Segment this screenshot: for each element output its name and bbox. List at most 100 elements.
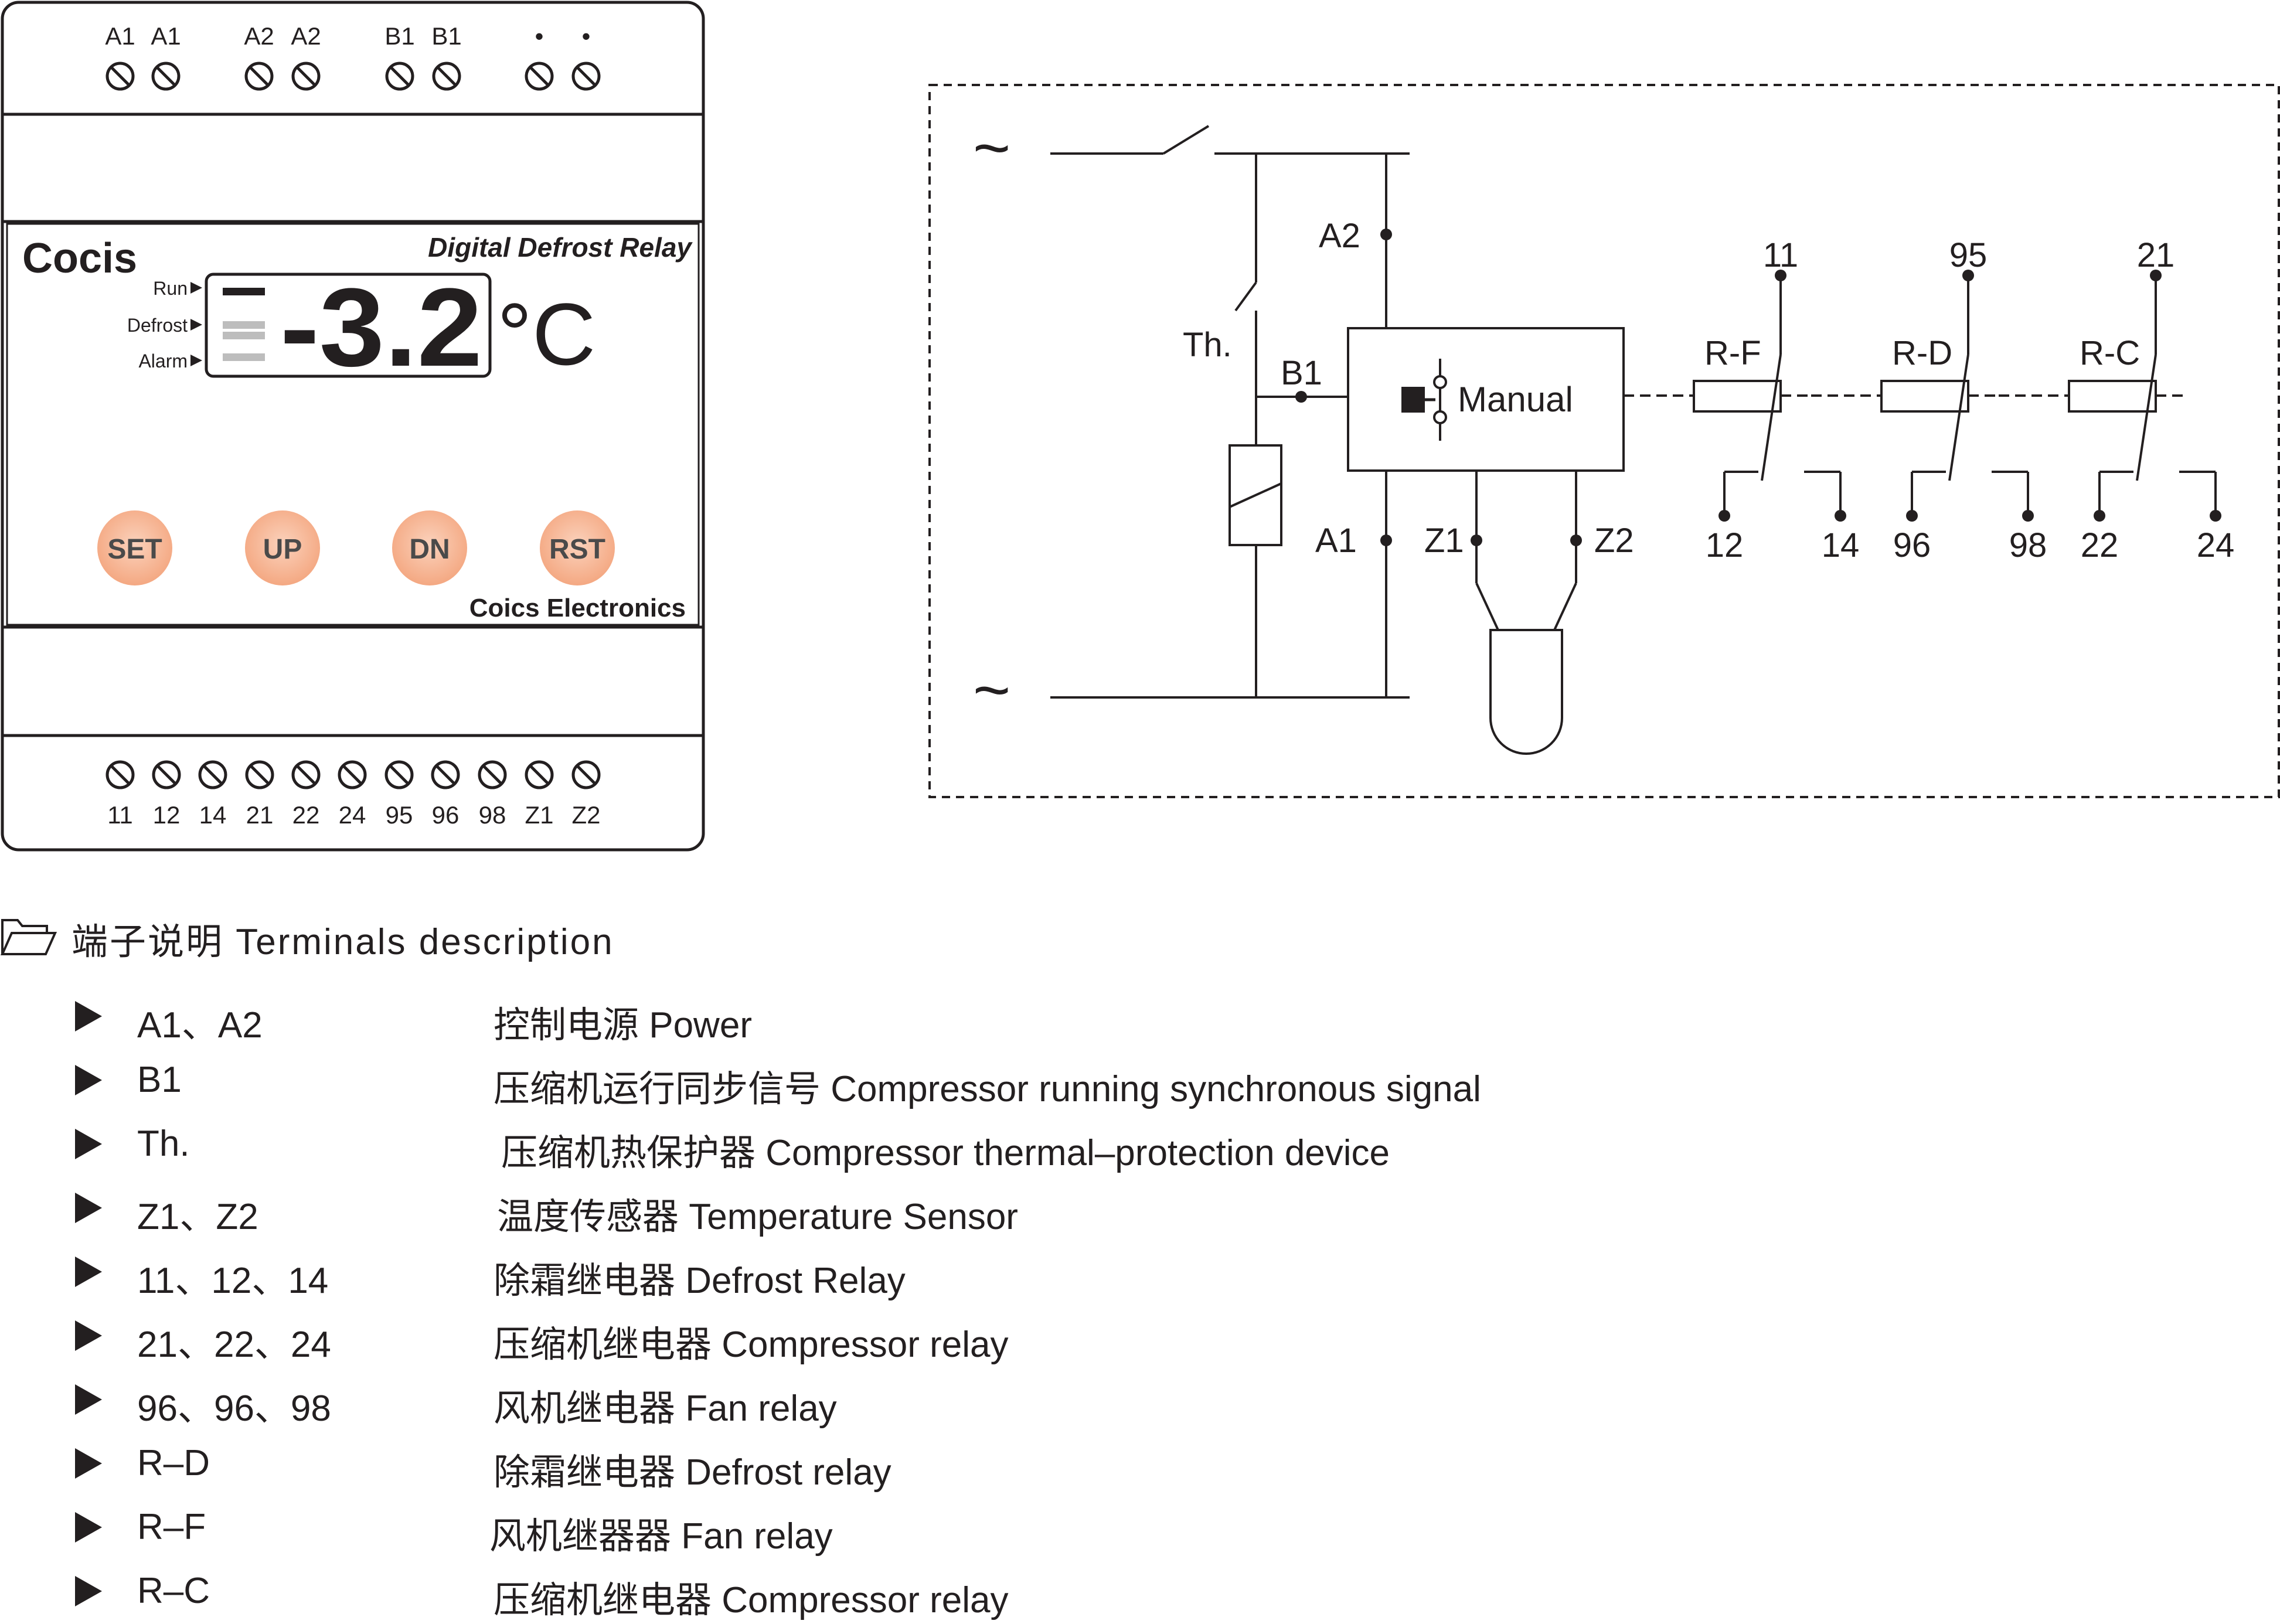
terminal-name: R–C xyxy=(137,1571,210,1611)
bullet-arrow-icon xyxy=(75,1512,102,1543)
bottom-terminal-label: Z2 xyxy=(571,801,600,829)
alarm-arrow-icon xyxy=(190,355,202,366)
brand-logo: Cocis xyxy=(22,235,137,282)
terminal-name: Z1、Z2 xyxy=(137,1197,258,1237)
relay-no-label: 14 xyxy=(1822,526,1860,564)
description-row: 21、22、24 压缩机继电器 Compressor relay xyxy=(0,1310,1758,1368)
description-row: B1 压缩机运行同步信号 Compressor running synchrono… xyxy=(0,1054,1758,1113)
alarm-led xyxy=(223,353,265,361)
bottom-terminal-label: 24 xyxy=(339,801,366,829)
terminal-screw-icon xyxy=(198,760,227,789)
relay-no-label: 98 xyxy=(2009,526,2047,564)
bottom-terminal-label: 11 xyxy=(107,801,133,829)
terminal-screw-icon xyxy=(244,62,274,91)
top-terminal-label: A1 xyxy=(151,22,181,50)
terminal-name: R–F xyxy=(137,1507,206,1547)
set-button[interactable]: SET xyxy=(97,510,172,585)
display-unit: °C xyxy=(497,285,595,383)
bullet-arrow-icon xyxy=(75,1065,102,1095)
relay-nc-label: 22 xyxy=(2081,526,2119,564)
button-label: RST xyxy=(549,534,605,565)
front-panel xyxy=(6,223,700,626)
bottom-terminal-label: 95 xyxy=(386,801,413,829)
bullet-arrow-icon xyxy=(75,1384,102,1415)
bottom-terminal-label: 96 xyxy=(432,801,460,829)
defrost-led xyxy=(223,321,265,329)
top-terminal-label: A1 xyxy=(105,22,135,50)
manual-button-icon xyxy=(1401,387,1425,413)
rst-button[interactable]: RST xyxy=(540,510,615,585)
indicator-alarm-label: Alarm xyxy=(138,350,188,372)
node-a2-label: A2 xyxy=(1319,217,1360,255)
bottom-terminal-label: 22 xyxy=(292,801,320,829)
indicator-run-label: Run xyxy=(153,278,188,299)
terminal-screw-icon xyxy=(571,760,601,789)
folder-icon xyxy=(0,919,57,955)
relay-no-label: 24 xyxy=(2197,526,2235,564)
bottom-terminal-label: Z1 xyxy=(525,801,553,829)
bottom-terminal-label: 12 xyxy=(153,801,181,829)
description-row: R–C 压缩机继电器 Compressor relay xyxy=(0,1565,1758,1624)
terminal-screw-icon xyxy=(291,760,321,789)
manufacturer-label: Coics Electronics xyxy=(469,594,686,622)
terminal-description: 压缩机继电器 Compressor relay xyxy=(494,1325,1009,1365)
terminal-description: 压缩机运行同步信号 Compressor running synchronous… xyxy=(494,1069,1481,1109)
terminal-name: 21、22、24 xyxy=(137,1325,331,1365)
bullet-arrow-icon xyxy=(75,1193,102,1223)
top-terminal-label: B1 xyxy=(431,22,461,50)
node-z2-label: Z2 xyxy=(1594,522,1634,560)
up-button[interactable]: UP xyxy=(245,510,320,585)
top-terminal-label: • xyxy=(582,22,591,50)
relay-device xyxy=(1,1,705,852)
manual-label: Manual xyxy=(1458,380,1573,419)
lcd-display: -3.2 xyxy=(205,265,492,390)
node-b1-label: B1 xyxy=(1281,354,1322,392)
terminal-description: 压缩机热保护器 Compressor thermal–protection de… xyxy=(501,1133,1390,1173)
relay-name-label: R-C xyxy=(2080,334,2140,372)
dn-button[interactable]: DN xyxy=(392,510,467,585)
terminal-screw-icon xyxy=(151,62,181,91)
terminal-name: B1 xyxy=(137,1060,182,1100)
top-terminal-label: A2 xyxy=(244,22,274,50)
description-title: 端子说明 Terminals description xyxy=(72,922,614,962)
terminal-screw-icon xyxy=(431,760,460,789)
product-name: Digital Defrost Relay xyxy=(428,232,693,263)
terminal-screw-icon xyxy=(478,760,507,789)
schematic-boundary xyxy=(928,84,2280,798)
button-row: SET UP DN RST xyxy=(97,510,615,585)
relay-nc-label: 96 xyxy=(1893,526,1931,564)
bullet-arrow-icon xyxy=(75,1001,102,1031)
terminal-screw-icon xyxy=(245,760,274,789)
terminal-description: 风机继电器 Fan relay xyxy=(494,1388,837,1429)
terminal-screw-icon xyxy=(525,760,554,789)
button-label: SET xyxy=(107,534,162,565)
run-led xyxy=(223,288,265,295)
bullet-arrow-icon xyxy=(75,1320,102,1351)
relay-common-label: 21 xyxy=(2137,236,2175,274)
bullet-arrow-icon xyxy=(75,1576,102,1606)
terminal-screw-icon xyxy=(571,62,601,91)
indicator-group: Run Defrost Alarm xyxy=(127,278,202,372)
display-value: -3.2 xyxy=(280,265,482,390)
top-terminal-label: • xyxy=(535,22,544,50)
terminal-name: A1、A2 xyxy=(137,1005,263,1046)
terminal-screw-icon xyxy=(385,62,414,91)
relay-name-label: R-D xyxy=(1892,334,1952,372)
terminal-screw-icon xyxy=(152,760,181,789)
supply-symbol-bottom: ~ xyxy=(973,654,1010,726)
terminal-name: R–D xyxy=(137,1443,210,1483)
thermal-label: Th. xyxy=(1183,326,1232,364)
terminal-description: 压缩机继电器 Compressor relay xyxy=(494,1580,1009,1620)
relay-name-label: R-F xyxy=(1704,334,1761,372)
node-z1-label: Z1 xyxy=(1424,522,1464,560)
